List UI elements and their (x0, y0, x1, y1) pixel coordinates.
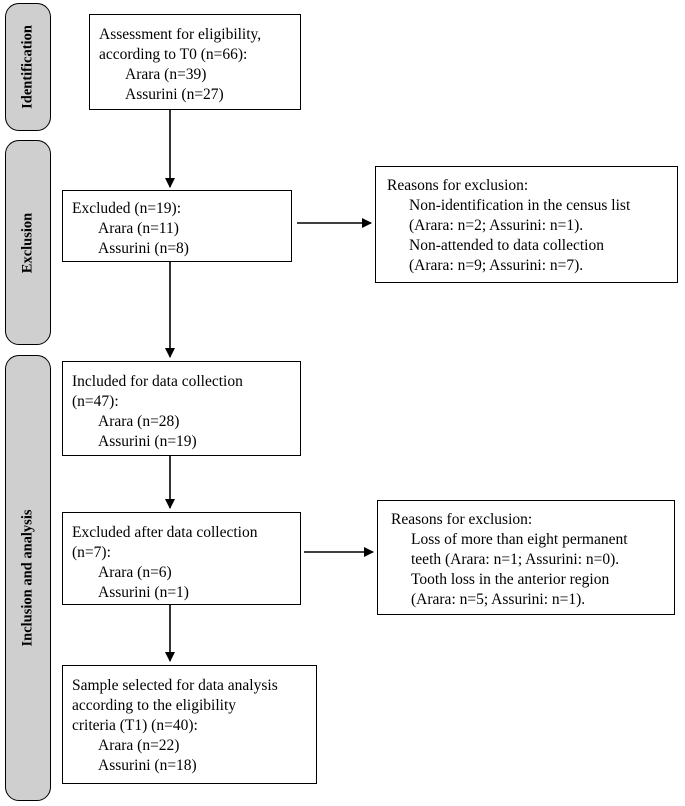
excluded-after-box: Excluded after data collection (n=7): Ar… (62, 512, 301, 605)
sample-line-3: criteria (T1) (n=40): (72, 717, 198, 734)
included-box: Included for data collection (n=47): Ara… (62, 361, 301, 456)
reasons2-line-5: (Arara: n=5; Assurini: n=1). (411, 591, 586, 608)
reasons-exclusion-box-1: Reasons for exclusion: Non-identificatio… (375, 166, 678, 283)
excluded-line-2: Arara (n=11) (98, 220, 179, 237)
reasons2-line-1: Reasons for exclusion: (391, 511, 533, 528)
included-line-4: Assurini (n=19) (98, 433, 197, 450)
excluded-after-line-4: Assurini (n=1) (98, 584, 189, 601)
assessment-line-1: Assessment for eligibility, (99, 26, 262, 43)
reasons2-line-4: Tooth loss in the anterior region (411, 571, 610, 588)
included-line-1: Included for data collection (72, 373, 243, 390)
assessment-box: Assessment for eligibility, according to… (89, 14, 301, 110)
reasons2-line-3: teeth (Arara: n=1; Assurini: n=0). (411, 551, 620, 568)
reasons-exclusion-box-2: Reasons for exclusion: Loss of more than… (377, 500, 675, 615)
reasons1-line-5: (Arara: n=9; Assurini: n=7). (409, 257, 584, 274)
excluded-after-line-3: Arara (n=6) (98, 564, 172, 581)
assessment-line-4: Assurini (n=27) (125, 86, 224, 103)
reasons1-line-3: (Arara: n=2; Assurini: n=1). (409, 217, 584, 234)
excluded-line-3: Assurini (n=8) (98, 240, 189, 257)
sample-line-5: Assurini (n=18) (98, 757, 197, 774)
reasons1-line-2: Non-identification in the census list (409, 197, 631, 214)
excluded-after-line-1: Excluded after data collection (72, 524, 258, 541)
excluded-line-1: Excluded (n=19): (72, 200, 182, 217)
reasons1-line-1: Reasons for exclusion: (387, 177, 529, 194)
phase-identification: Identification (5, 3, 51, 131)
sample-line-4: Arara (n=22) (98, 737, 180, 754)
excluded-after-line-2: (n=7): (72, 544, 111, 561)
sample-line-1: Sample selected for data analysis (72, 677, 278, 694)
sample-line-2: according to the eligibility (72, 697, 236, 714)
reasons2-line-2: Loss of more than eight permanent (411, 531, 628, 548)
included-line-2: (n=47): (72, 393, 119, 410)
phase-exclusion: Exclusion (5, 140, 51, 345)
sample-box: Sample selected for data analysis accord… (62, 665, 317, 784)
assessment-line-3: Arara (n=39) (125, 66, 207, 83)
excluded-box: Excluded (n=19): Arara (n=11) Assurini (… (62, 190, 292, 262)
included-line-3: Arara (n=28) (98, 413, 180, 430)
phase-inclusion-analysis: Inclusion and analysis (5, 355, 51, 801)
reasons1-line-4: Non-attended to data collection (409, 237, 604, 254)
assessment-line-2: according to T0 (n=66): (99, 46, 248, 63)
